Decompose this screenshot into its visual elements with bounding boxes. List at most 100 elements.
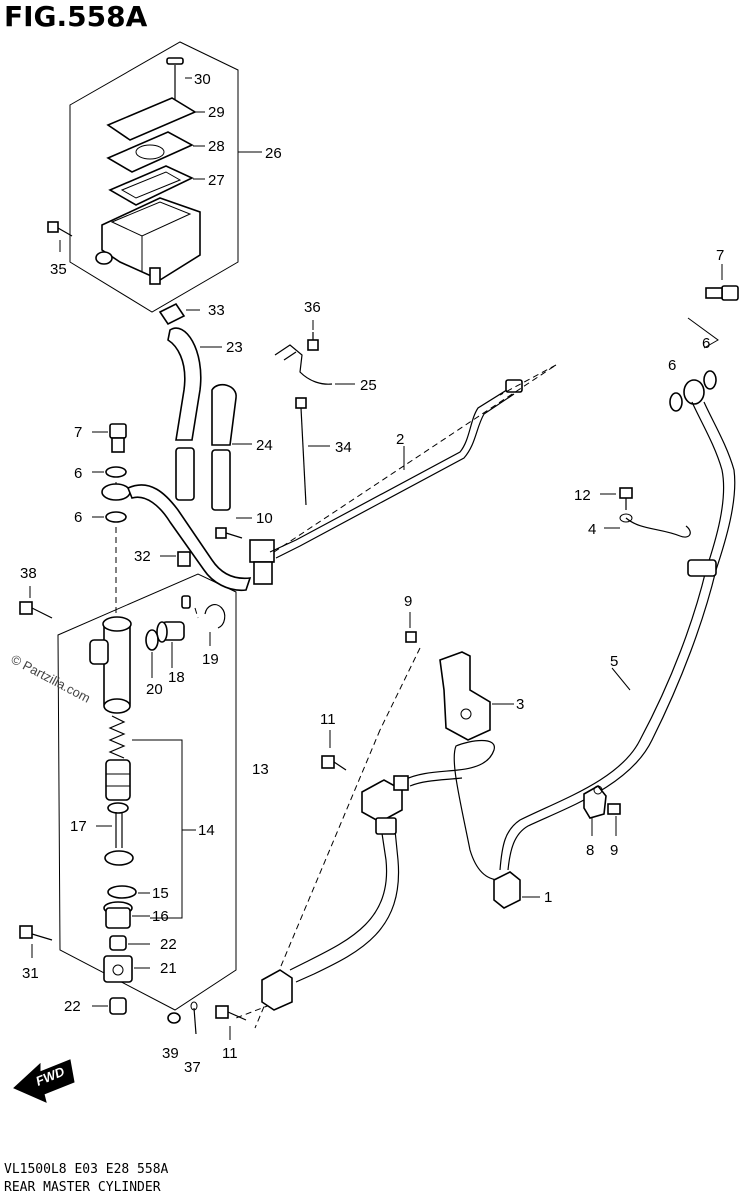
callout-30: 30 <box>194 71 211 88</box>
part-hose-23[interactable] <box>167 327 222 441</box>
callout-31: 31 <box>22 965 39 982</box>
part-bushing-22-lower[interactable] <box>92 997 127 1015</box>
part-clamp-33[interactable] <box>158 302 200 326</box>
part-piston-assembly-14[interactable] <box>105 715 131 814</box>
part-circlip-15[interactable] <box>107 885 150 899</box>
callout-14: 14 <box>198 822 215 839</box>
callout-4: 4 <box>588 521 596 538</box>
part-bracket-8[interactable] <box>583 784 607 836</box>
part-hose-bracket[interactable] <box>249 539 275 585</box>
callout-7-right: 7 <box>716 247 724 264</box>
part-plate-28[interactable] <box>106 131 205 173</box>
part-bolt-31[interactable] <box>19 925 53 958</box>
callout-16: 16 <box>152 908 169 925</box>
part-brake-hose-2[interactable] <box>269 379 523 559</box>
part-fitting-32[interactable] <box>160 551 191 567</box>
part-screw-30[interactable] <box>166 57 192 100</box>
part-cap-29[interactable] <box>106 97 205 141</box>
callout-9-upper: 9 <box>404 593 412 610</box>
callout-10: 10 <box>256 510 273 527</box>
part-push-rod-17[interactable] <box>96 812 123 848</box>
part-bolt-11-lower[interactable] <box>215 1005 247 1040</box>
part-washer-6-right-a[interactable] <box>669 392 683 412</box>
callout-6-right-a: 6 <box>668 357 676 374</box>
footer-model-code: VL1500L8 E03 E28 558A <box>4 1162 169 1177</box>
part-pin[interactable] <box>181 595 191 609</box>
callout-15: 15 <box>152 885 169 902</box>
reservoir-group-outline <box>69 41 239 313</box>
callout-24: 24 <box>256 437 273 454</box>
callout-23: 23 <box>226 339 243 356</box>
callout-21: 21 <box>160 960 177 977</box>
callout-20: 20 <box>146 681 163 698</box>
callout-7-left: 7 <box>74 424 82 441</box>
callout-11-upper: 11 <box>320 711 336 728</box>
callout-39: 39 <box>162 1045 179 1062</box>
part-boot-16[interactable] <box>103 901 150 929</box>
part-clip-25[interactable] <box>274 344 355 385</box>
part-bolt-35[interactable] <box>47 221 73 252</box>
part-bolt-12[interactable] <box>600 487 633 510</box>
part-washer-39[interactable] <box>167 1012 181 1024</box>
part-cable-tie-34[interactable] <box>295 397 330 506</box>
callout-34: 34 <box>335 439 352 456</box>
part-washer-6-lower[interactable] <box>92 511 127 523</box>
connector-lines <box>115 364 557 1029</box>
part-lower-hose[interactable] <box>289 817 400 983</box>
callout-29: 29 <box>208 104 225 121</box>
callout-8: 8 <box>586 842 594 859</box>
part-clamp-1[interactable] <box>493 871 540 909</box>
master-cylinder-group-outline <box>57 573 237 1011</box>
part-pipe-joint[interactable] <box>361 775 409 823</box>
figure-title: FIG.558A <box>4 0 148 33</box>
part-clip-4[interactable] <box>604 513 691 538</box>
part-clevis-21[interactable] <box>103 955 150 983</box>
part-o-ring-20[interactable] <box>145 629 159 678</box>
part-bolt-11-upper[interactable] <box>321 730 347 771</box>
part-washer-6-upper[interactable] <box>92 466 127 478</box>
part-banjo-bolt-7-right[interactable] <box>705 264 739 301</box>
part-diaphragm-27[interactable] <box>108 165 205 206</box>
part-brake-pipe[interactable] <box>403 739 501 881</box>
callout-22-lower: 22 <box>64 998 81 1015</box>
callout-33: 33 <box>208 302 225 319</box>
part-reservoir-26[interactable] <box>95 197 201 285</box>
callout-17: 17 <box>70 818 87 835</box>
part-connector-18[interactable] <box>156 621 185 668</box>
callout-32: 32 <box>134 548 151 565</box>
watermark-text: © Partzilla.com <box>9 651 93 705</box>
part-bolt-9-lower[interactable] <box>607 803 621 836</box>
fwd-arrow-icon: FWD <box>13 1059 75 1103</box>
part-bushing-22-upper[interactable] <box>109 935 150 951</box>
callout-25: 25 <box>360 377 377 394</box>
part-hose-24[interactable] <box>175 383 252 511</box>
callout-38: 38 <box>20 565 37 582</box>
callout-11-lower: 11 <box>222 1045 238 1062</box>
part-circlip-19[interactable] <box>204 604 226 646</box>
part-hose-bracket-lower[interactable] <box>261 969 293 1011</box>
part-cotter-pin-37[interactable] <box>190 1001 198 1035</box>
callout-37: 37 <box>184 1059 201 1076</box>
callout-6-left-upper: 6 <box>74 465 82 482</box>
part-pipe-union[interactable] <box>101 483 252 592</box>
part-union-bolt-7[interactable] <box>92 423 127 453</box>
callout-9-lower: 9 <box>610 842 618 859</box>
part-brake-hose-5[interactable] <box>499 379 736 871</box>
part-washer-6-right-b[interactable] <box>703 370 717 390</box>
callout-18: 18 <box>168 669 185 686</box>
callout-35: 35 <box>50 261 67 278</box>
callout-5: 5 <box>610 653 618 670</box>
part-bolt-36[interactable] <box>307 320 319 351</box>
footer-figure-name: REAR MASTER CYLINDER <box>4 1180 161 1195</box>
part-master-cylinder-body[interactable] <box>89 616 132 714</box>
callout-3: 3 <box>516 696 524 713</box>
callout-22-upper: 22 <box>160 936 177 953</box>
callout-12: 12 <box>574 487 591 504</box>
part-bolt-38[interactable] <box>19 586 53 619</box>
part-bolt-10[interactable] <box>215 517 252 539</box>
callout-13: 13 <box>252 761 269 778</box>
part-nut[interactable] <box>104 850 134 866</box>
part-bolt-9-upper[interactable] <box>405 612 417 643</box>
part-bracket-3[interactable] <box>439 651 514 741</box>
